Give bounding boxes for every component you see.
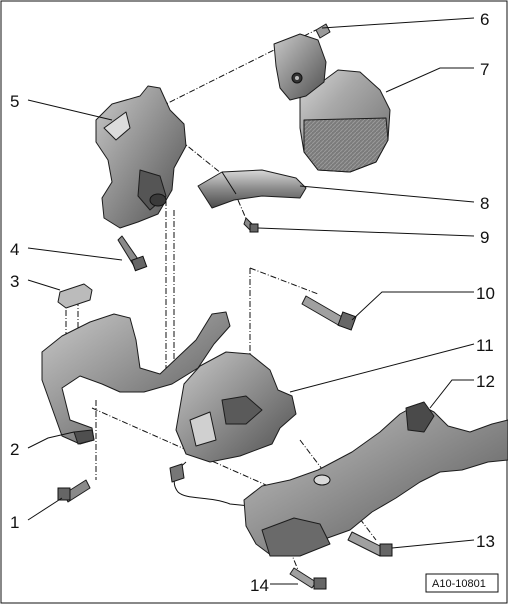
subframe-part <box>243 401 508 557</box>
callout-12: 12 <box>476 372 495 391</box>
callout-1: 1 <box>10 513 19 532</box>
callout-10: 10 <box>476 284 495 303</box>
callout-8: 8 <box>480 194 489 213</box>
callout-5: 5 <box>10 92 19 111</box>
gearbox-bracket-part <box>41 311 231 445</box>
bolts <box>57 23 393 590</box>
callout-6: 6 <box>480 10 489 29</box>
callout-14: 14 <box>250 576 269 595</box>
callout-7: 7 <box>480 60 489 79</box>
callout-labels: 1 2 3 4 5 6 7 8 9 10 11 12 13 14 <box>10 10 495 595</box>
callout-9: 9 <box>480 228 489 247</box>
callout-4: 4 <box>10 240 19 259</box>
callout-11: 11 <box>476 336 494 355</box>
callout-13: 13 <box>476 532 495 551</box>
heat-shield-bracket <box>273 33 327 101</box>
reference-code-box: A10-10801 <box>425 573 499 593</box>
gearbox-support-part <box>95 85 187 229</box>
heat-shield-part <box>299 69 391 173</box>
callout-2: 2 <box>10 440 19 459</box>
leader-lines <box>27 17 475 585</box>
callout-3: 3 <box>10 272 19 291</box>
exhaust-pipe-part <box>197 169 307 209</box>
reference-code: A10-10801 <box>432 578 486 590</box>
gearbox-mount-part <box>169 351 297 507</box>
